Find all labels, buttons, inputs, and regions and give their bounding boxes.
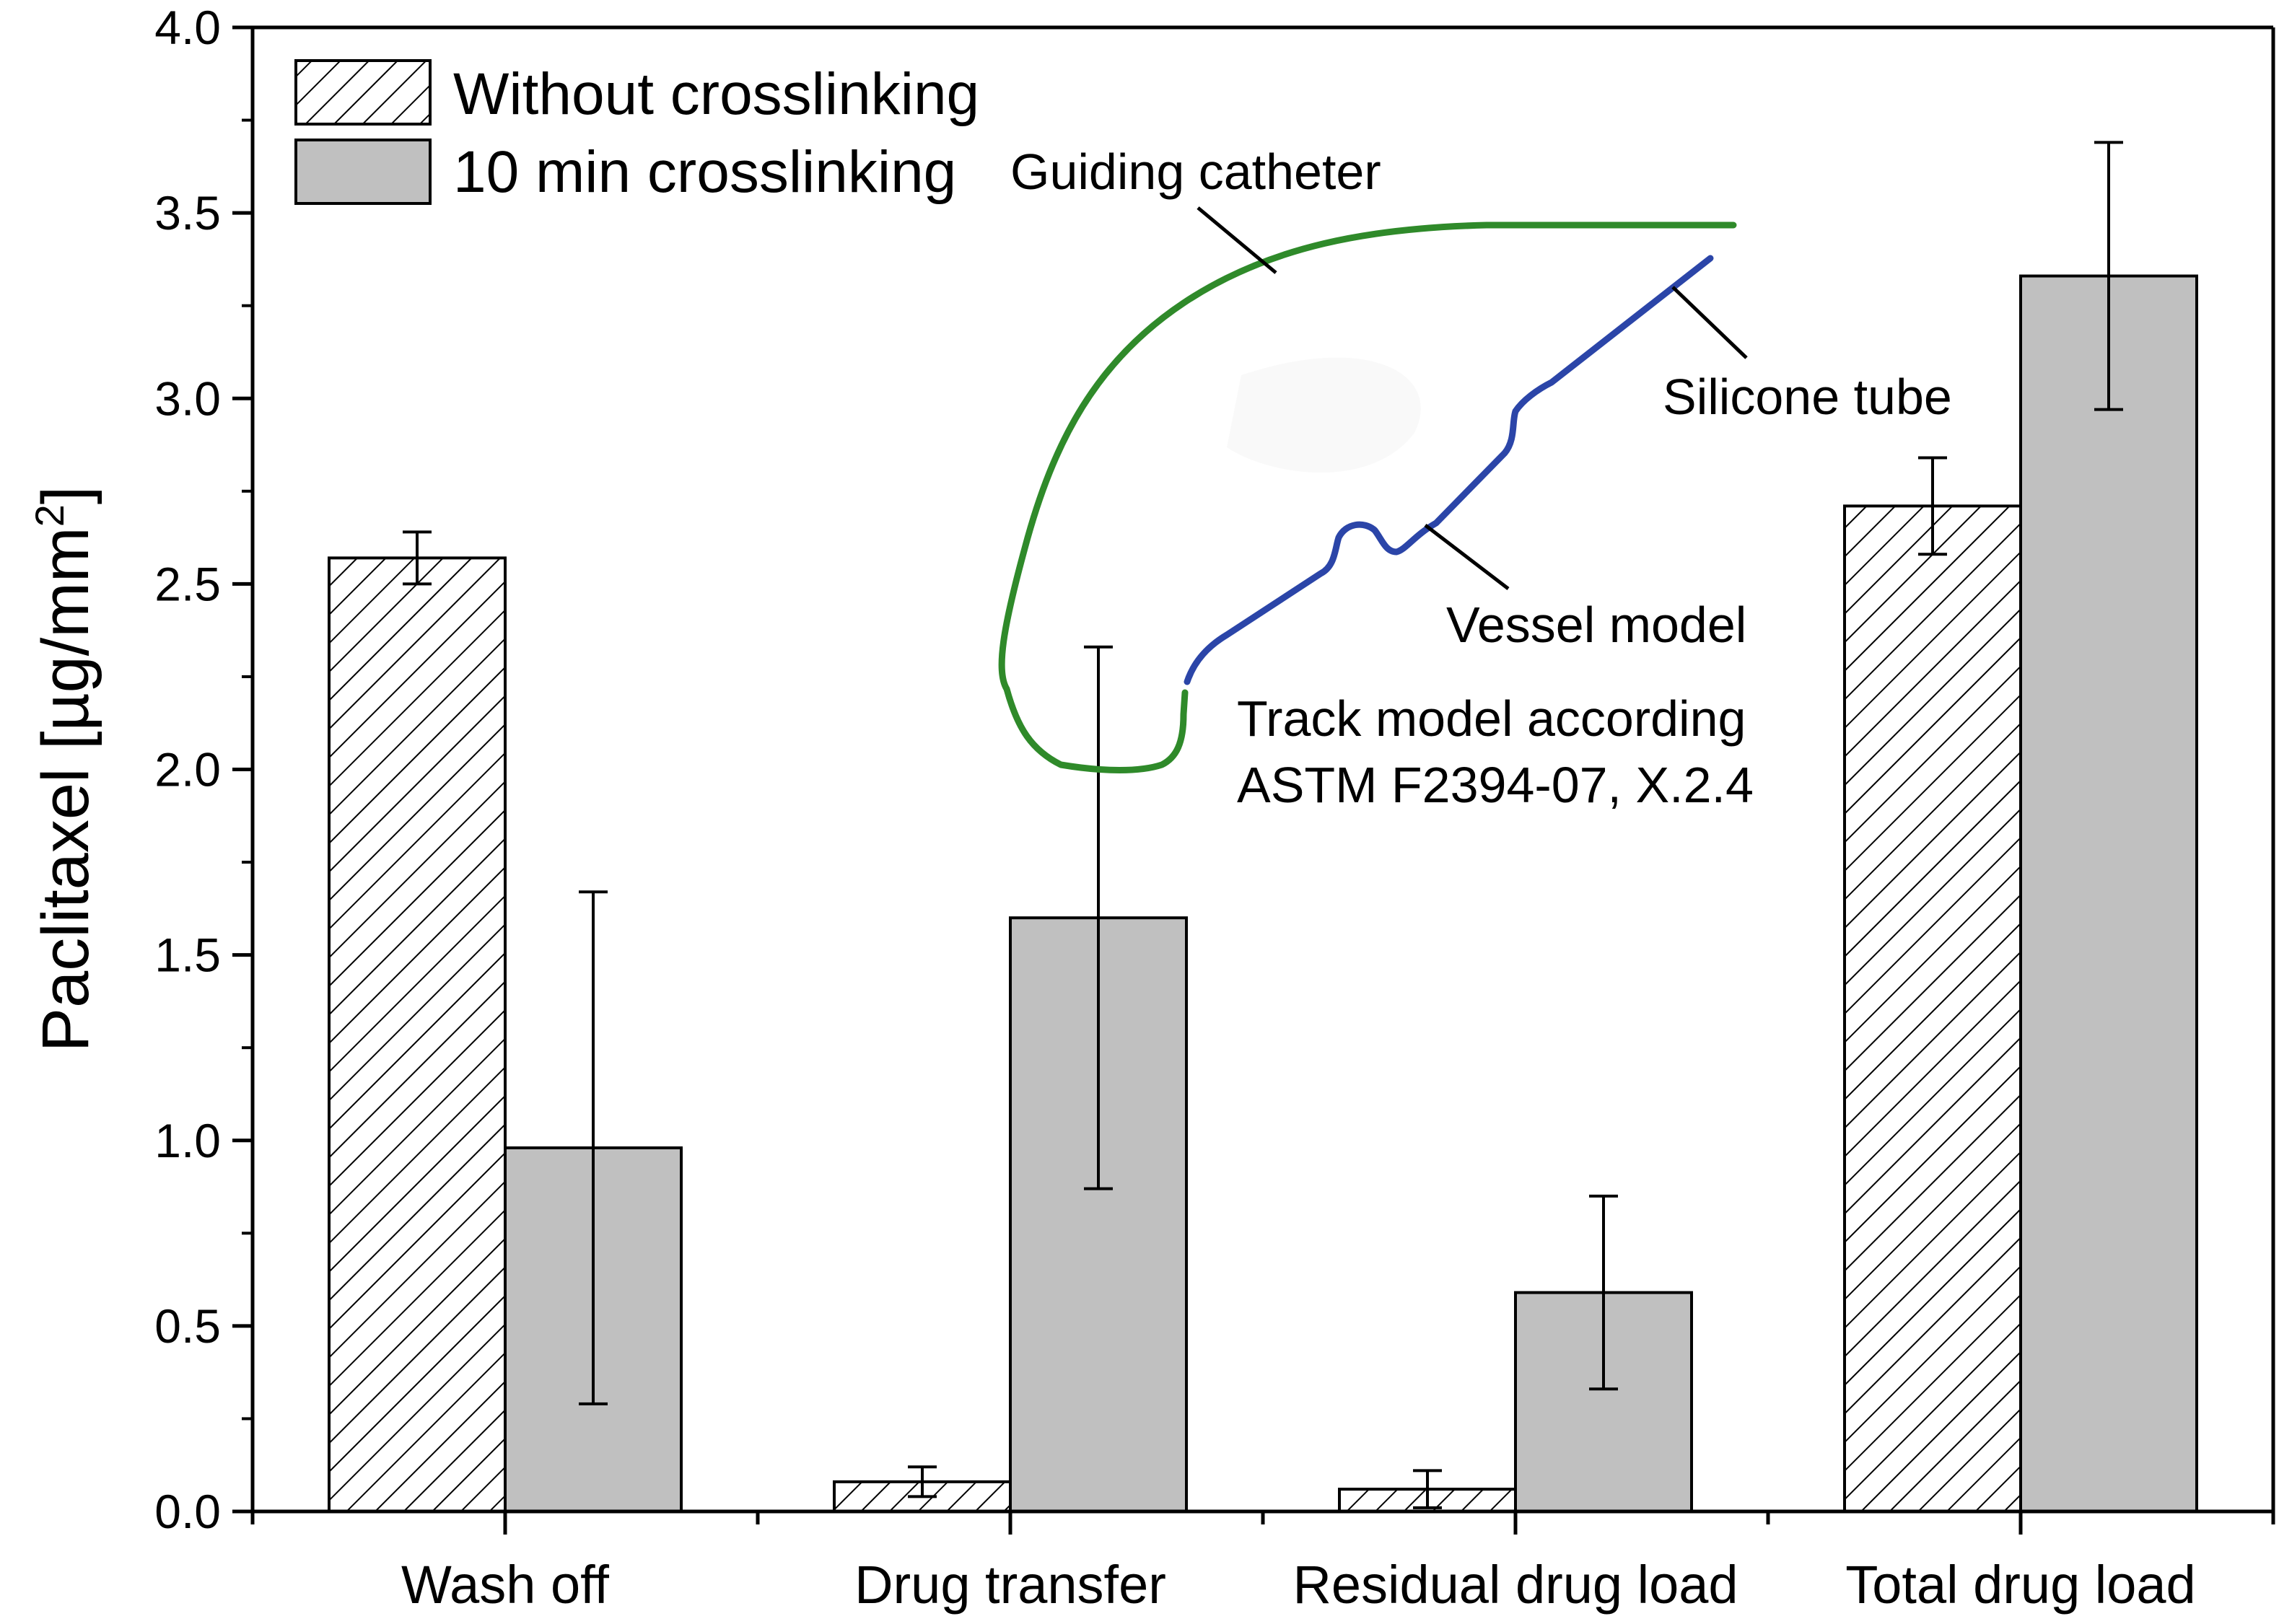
- y-tick-label: 2.0: [154, 743, 221, 796]
- x-tick-label: Wash off: [401, 1555, 609, 1615]
- x-tick-label: Total drug load: [1845, 1555, 2195, 1615]
- error-bars-layer: [403, 141, 2123, 1509]
- y-axis-title: Paclitaxel [µg/mm2]: [27, 486, 102, 1053]
- silicone-tube-leader: [1671, 286, 1748, 359]
- bar-without-crosslinking: [1843, 504, 2022, 1514]
- guiding-catheter-curve: [998, 221, 1737, 773]
- y-tick-label: 0.5: [154, 1299, 221, 1353]
- guiding-catheter-label: Guiding catheter: [1010, 144, 1381, 200]
- guiding-catheter-leader: [1197, 206, 1277, 274]
- bar-without-crosslinking: [328, 556, 507, 1514]
- y-tick-label: 1.0: [154, 1114, 221, 1167]
- silicone-tube-label: Silicone tube: [1663, 369, 1952, 425]
- legend-label-without-crosslinking: Without crosslinking: [453, 61, 979, 127]
- vessel-model-curve: [1184, 255, 1714, 685]
- x-tick-label: Residual drug load: [1292, 1555, 1738, 1615]
- x-tick-label: Drug transfer: [854, 1555, 1166, 1615]
- bar-10-min-crosslinking: [2019, 274, 2198, 1513]
- y-tick-label: 0.0: [154, 1485, 221, 1538]
- y-tick-label: 4.0: [154, 1, 221, 54]
- y-tick-label: 3.5: [154, 186, 221, 240]
- vessel-model-label: Vessel model: [1446, 597, 1746, 653]
- y-tick-label: 2.5: [154, 557, 221, 610]
- legend-swatch-10-min-crosslinking: [294, 139, 432, 205]
- track-model-label-line1: Track model according: [1237, 690, 1746, 747]
- legend: Without crosslinking 10 min crosslinking: [294, 59, 979, 205]
- legend-label-10-min-crosslinking: 10 min crosslinking: [453, 139, 956, 205]
- track-model-label-line2: ASTM F2394-07, X.2.4: [1237, 757, 1754, 813]
- inset-background: [1227, 357, 1421, 473]
- y-tick-label: 1.5: [154, 929, 221, 982]
- track-model-inset: Guiding catheter Silicone tube Vessel mo…: [998, 144, 1952, 813]
- vessel-model-leader: [1424, 524, 1510, 590]
- y-ticks: 0.0 0.5 1.0 1.5 2.0 2.5 3.0 3.5 4.0: [154, 1, 253, 1538]
- x-ticks: Wash off Drug transfer Residual drug load T…: [250, 1511, 2275, 1615]
- y-tick-label: 3.0: [154, 372, 221, 425]
- legend-swatch-without-crosslinking: [294, 59, 432, 126]
